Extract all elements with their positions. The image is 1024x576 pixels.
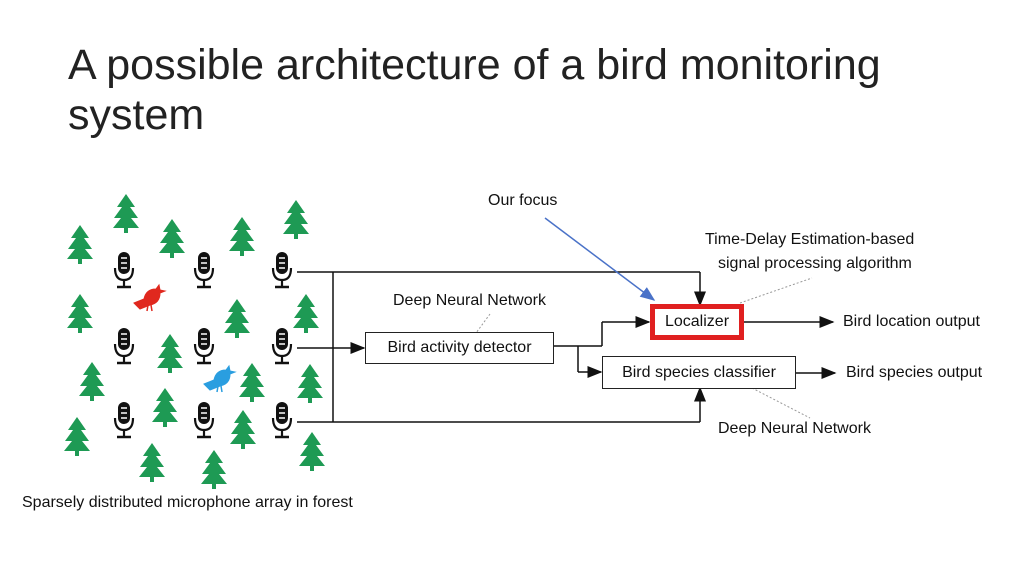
microphone-icon: [113, 250, 135, 289]
localizer-label: Localizer: [664, 313, 730, 330]
microphone-icon: [271, 326, 293, 365]
microphone-icon: [271, 400, 293, 439]
our-focus-label: Our focus: [488, 192, 558, 209]
microphone-icon: [113, 326, 135, 365]
bird-icon: [133, 284, 166, 312]
bird-species-output-label: Bird species output: [846, 364, 983, 381]
pine-tree-icon: [283, 200, 309, 239]
pine-tree-icon: [239, 363, 265, 402]
bird-species-classifier-box: Bird species classifier: [602, 356, 796, 389]
microphone-icon: [193, 326, 215, 365]
pine-tree-icon: [230, 410, 256, 449]
microphone-array-caption: Sparsely distributed microphone array in…: [22, 494, 353, 511]
bird-activity-detector-label: Bird activity detector: [387, 339, 532, 356]
microphone-icon: [113, 400, 135, 439]
pine-tree-icon: [152, 388, 178, 427]
pine-tree-icon: [113, 194, 139, 233]
tde-label-line1: Time-Delay Estimation-based: [705, 231, 915, 248]
dnn-label-top: Deep Neural Network: [393, 292, 546, 309]
pine-tree-icon: [229, 217, 255, 256]
slide-title: A possible architecture of a bird monito…: [68, 41, 881, 139]
pine-tree-icon: [201, 450, 227, 489]
bird-activity-detector-box: Bird activity detector: [365, 332, 554, 364]
microphone-array: [113, 250, 293, 439]
dnn-label-bottom: Deep Neural Network: [718, 420, 871, 437]
microphone-icon: [193, 250, 215, 289]
pine-tree-icon: [299, 432, 325, 471]
signal-lines: [297, 271, 837, 423]
focus-arrow: [544, 217, 656, 301]
tde-label-line2: signal processing algorithm: [718, 255, 912, 272]
pine-tree-icon: [224, 299, 250, 338]
localizer-box: Localizer: [650, 304, 744, 340]
pine-tree-icon: [139, 443, 165, 482]
bird-location-output-label: Bird location output: [843, 313, 980, 330]
pine-tree-icon: [297, 364, 323, 403]
pine-tree-icon: [157, 334, 183, 373]
pine-tree-icon: [79, 362, 105, 401]
pine-tree-icon: [293, 294, 319, 333]
bird-species-classifier-label: Bird species classifier: [622, 363, 776, 381]
microphone-icon: [193, 400, 215, 439]
pine-tree-icon: [64, 417, 90, 456]
pine-tree-icon: [67, 225, 93, 264]
pine-tree-icon: [67, 294, 93, 333]
pine-tree-icon: [159, 219, 185, 258]
microphone-icon: [271, 250, 293, 289]
bird-icon: [203, 365, 236, 393]
